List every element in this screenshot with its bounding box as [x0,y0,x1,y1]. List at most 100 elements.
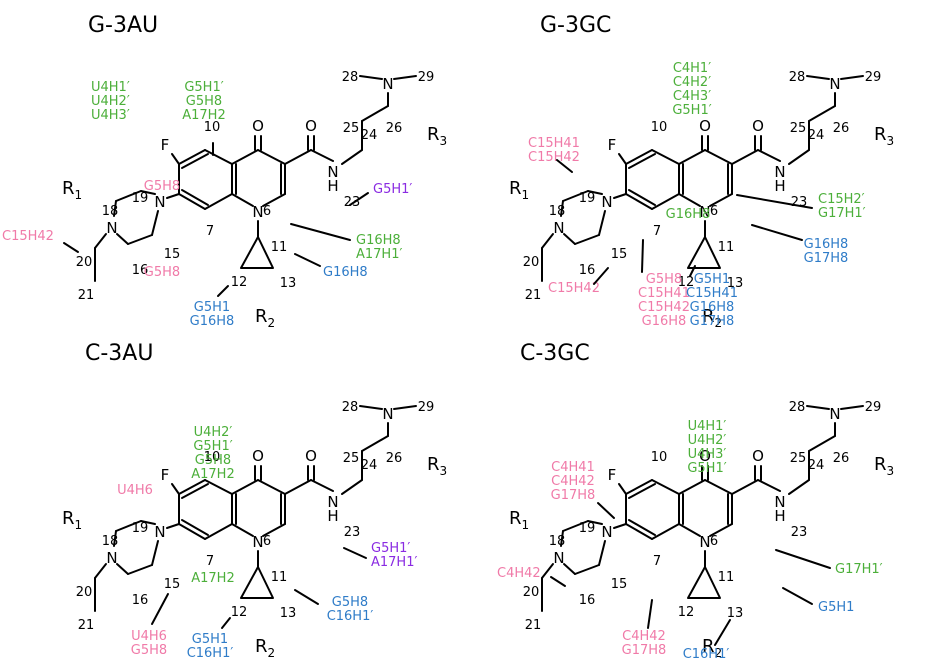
piperazine-nitrogen-label: N [601,523,612,541]
bond-line [574,234,600,245]
annotation-green: G16H8 [666,207,711,222]
amide-oxygen-label: O [305,117,317,135]
atom-number: 7 [206,224,214,239]
annotation-blue: G5H1 [818,600,854,615]
oxygen-atom-label: O [699,117,711,135]
atom-number: 28 [789,70,806,85]
bond-line [628,189,656,206]
annotation-leader [714,619,731,646]
bond-line [709,523,733,537]
bond-line [341,479,363,495]
bond-line [166,193,180,199]
oxygen-atom-label: O [252,447,264,465]
bond-line [231,479,259,495]
oxygen-atom-label: O [699,447,711,465]
bond-line [310,479,334,492]
bond-line [587,190,603,195]
annotation-green: C4H1′C4H2′C4H3′G5H1′ [672,61,711,118]
bond-line [178,193,206,210]
annotation-blue: G16H8 [323,265,368,280]
atom-number: 24 [361,128,378,143]
bond-line [541,233,554,249]
fluorine-atom-label: F [161,466,170,484]
annotation-leader [751,224,803,241]
annotation-pink: C15H42 [548,281,600,296]
atom-number: 24 [808,128,825,143]
cyclopropyl-ring [687,566,721,599]
atom-number: 28 [342,70,359,85]
bond-line [204,523,233,540]
atom-number: 12 [231,605,248,620]
atom-number: 19 [579,191,596,206]
bond-line [704,479,733,495]
bond-line [151,210,159,236]
atom-number: 10 [651,450,668,465]
atom-number: 26 [386,451,403,466]
annotation-purple: G5H1′A17H1′ [371,541,417,570]
bond-line [598,210,606,236]
bond-line [757,479,781,492]
atom-number: 11 [271,570,288,585]
atom-number: 23 [791,525,808,540]
bond-line [262,523,286,537]
fluorine-atom-label: F [161,136,170,154]
bond-line [178,523,206,540]
annotation-leader [151,593,169,625]
atom-number: 15 [611,577,628,592]
atom-number: 29 [865,400,882,415]
bond-line [393,75,417,80]
bond-line [262,193,286,207]
r1-label: R1 [509,508,529,532]
bond-line [628,519,656,536]
atom-number: 16 [132,593,149,608]
annotation-green: G17H1′ [835,562,883,577]
bond-line [310,149,334,162]
bond-line [613,193,627,199]
atom-number: 18 [549,534,566,549]
quinolone-nitrogen-label: N [252,533,263,551]
atom-number: 21 [525,618,542,633]
atom-number: 20 [76,585,93,600]
amide-nitrogen-label: N [774,163,785,181]
r2-label: R2 [255,636,275,660]
atom-number: 24 [808,458,825,473]
bond-line [204,149,233,165]
atom-number: 20 [76,255,93,270]
atom-number: 19 [132,191,149,206]
bond-line [181,153,209,169]
dimethylamine-nitrogen-label: N [382,75,393,93]
atom-number: 13 [280,276,297,291]
r3-label: R3 [427,124,447,148]
atom-number: 11 [271,240,288,255]
panel-title: C-3AU [85,341,153,366]
annotation-pink: C15H42 [2,229,54,244]
atom-number: 6 [710,204,718,219]
annotation-leader [593,267,609,285]
atom-number: 6 [263,204,271,219]
amide-nitrogen-label: N [327,163,338,181]
amide-hydrogen-label: H [327,177,338,195]
bond-line [231,193,254,207]
annotation-leader [217,285,229,297]
annotation-leader [647,599,653,629]
bond-line [181,519,209,536]
atom-number: 18 [102,534,119,549]
annotation-green: A17H2 [191,571,234,586]
bond-line [541,563,554,579]
bond-line [628,483,656,499]
bond-line [678,523,701,537]
atom-number: 6 [263,534,271,549]
bond-line [598,540,606,566]
atom-number: 25 [790,451,807,466]
cyclopropyl-ring [240,566,274,599]
annotation-pink: C4H42 [497,566,541,581]
panel-title: C-3GC [520,341,590,366]
r1-label: R1 [509,178,529,202]
bond-line [840,405,864,410]
atom-number: 10 [204,450,221,465]
